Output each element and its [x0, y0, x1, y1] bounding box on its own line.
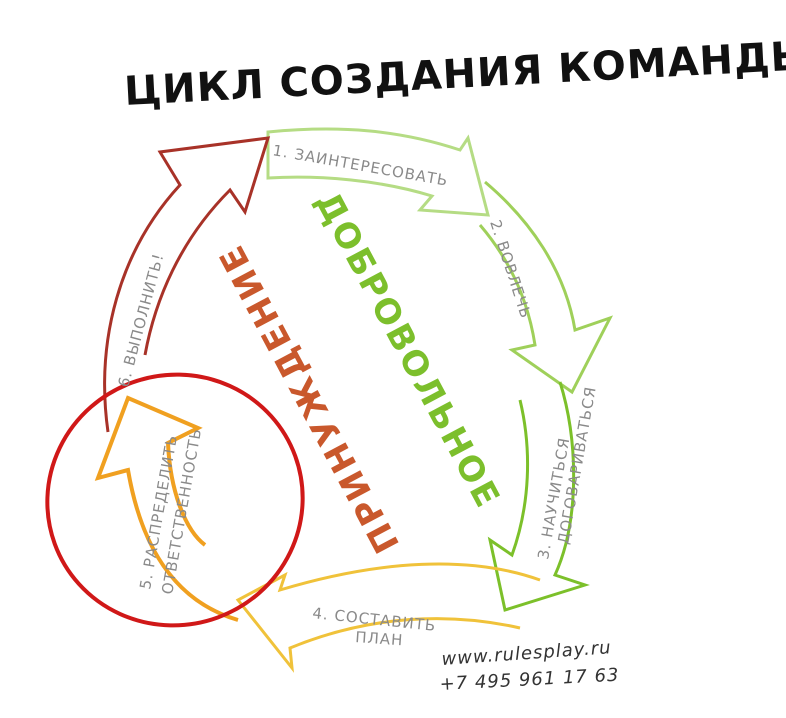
arrow-step-6 — [103, 136, 271, 433]
arrow-step-4 — [235, 562, 541, 673]
arrow-step-5 — [94, 395, 239, 622]
diagram-title: ЦИКЛ СОЗДАНИЯ КОМАНДЫ — [123, 33, 786, 115]
step-2-label: 2. ВОВЛЕЧЬ — [486, 218, 535, 321]
phone-number: +7 495 961 17 63 — [439, 665, 620, 695]
website-link[interactable]: www.rulesplay.ru — [441, 637, 612, 670]
step-6-label: 6. ВЫПОЛНИТЬ! — [114, 251, 167, 389]
step-4-label-line2: ПЛАН — [355, 628, 404, 649]
arrow-step-3 — [487, 381, 590, 612]
coercion-zone-highlight — [45, 372, 305, 628]
arrow-step-2 — [478, 180, 614, 395]
arrow-step-1 — [266, 127, 490, 217]
